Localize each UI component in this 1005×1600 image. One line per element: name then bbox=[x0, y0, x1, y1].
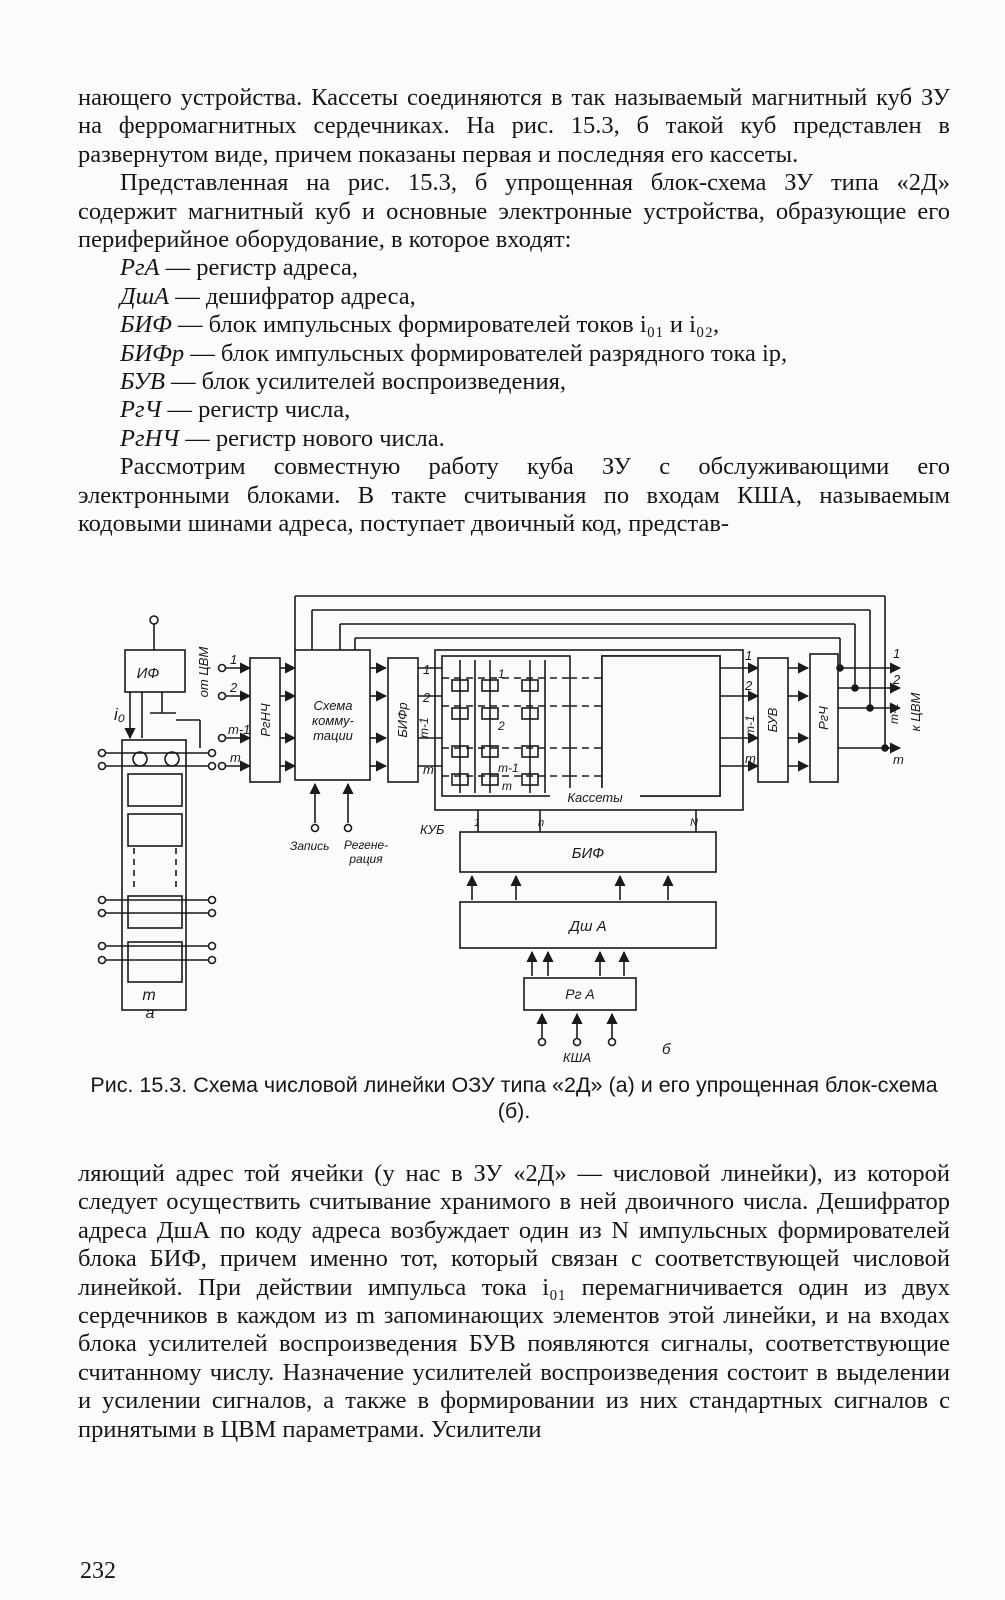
bit-label: m-1 bbox=[417, 717, 431, 738]
cube-label: КУБ bbox=[420, 822, 445, 837]
figure-caption: Рис. 15.3. Схема числовой линейки ОЗУ ти… bbox=[90, 1073, 938, 1123]
rgch-block bbox=[809, 653, 839, 783]
rga-block bbox=[523, 977, 637, 1011]
dsha-label: Дш А bbox=[567, 918, 606, 935]
bit-label: m-1 bbox=[743, 715, 757, 736]
rgch-label: РгЧ bbox=[816, 706, 831, 730]
bit-label: 2 bbox=[422, 690, 431, 705]
bif-tap-label: N bbox=[690, 817, 698, 829]
output-lines bbox=[838, 662, 902, 754]
definition-item: БИФр — блок импульсных формирователей ра… bbox=[120, 339, 788, 367]
rgnch-block bbox=[249, 657, 281, 783]
definition-item: БУВ — блок усилителей воспроизведения, bbox=[120, 368, 566, 396]
paragraph-3: Рассмотрим совместную работу куба ЗУ с о… bbox=[78, 453, 950, 538]
page-number: 232 bbox=[80, 1558, 116, 1584]
bit-label: 2 bbox=[892, 672, 901, 687]
paragraph-4: ляющий адрес той ячейки (у нас в ЗУ «2Д»… bbox=[78, 1160, 950, 1443]
rga-label: Рг А bbox=[565, 986, 594, 1002]
text-block-bottom: ляющий адрес той ячейки (у нас в ЗУ «2Д»… bbox=[78, 1160, 950, 1444]
input-lines bbox=[217, 662, 252, 772]
cassettes-label: Кассеты bbox=[567, 790, 623, 805]
text-block-top: нающего устройства. Кассеты соединяются … bbox=[78, 84, 950, 539]
bif-tap-label: n bbox=[538, 817, 544, 829]
definition-item: РгЧ — регистр числа, bbox=[120, 396, 351, 424]
rgnch-label: РгНЧ bbox=[258, 703, 273, 736]
bifr-label: БИФр bbox=[395, 702, 410, 737]
number-line-diagram-a bbox=[97, 615, 217, 1011]
regeneration-input-label: Регене- рация bbox=[343, 838, 389, 866]
bit-label: 2 bbox=[744, 678, 753, 693]
sub-label-a: а bbox=[146, 1005, 155, 1022]
definition-item: РгНЧ — регистр нового числа. bbox=[120, 424, 445, 452]
definition-item: БИФ — блок импульсных формирователей ток… bbox=[120, 311, 720, 339]
row-label: 2 bbox=[497, 719, 505, 733]
feedback-lines bbox=[294, 595, 889, 752]
memory-element bbox=[127, 941, 183, 983]
definition-item: РгА — регистр адреса, bbox=[120, 254, 359, 282]
paragraph-1: нающего устройства. Кассеты соединяются … bbox=[78, 84, 950, 168]
write-input-label: Запись bbox=[290, 839, 330, 853]
buv-label: БУВ bbox=[765, 707, 780, 732]
bit-label: m bbox=[142, 987, 155, 1004]
bit-label: 1 bbox=[423, 662, 430, 677]
bif-block bbox=[459, 831, 717, 873]
figure-15-3: ИФ i₀ m а от ЦВМ 1 2 m-1 m РгНЧ Схема ко… bbox=[97, 595, 923, 1065]
bit-label: m bbox=[230, 750, 241, 765]
switching-scheme-block bbox=[294, 649, 371, 781]
bif-tap-label: 1 bbox=[474, 817, 480, 829]
bit-label: 1 bbox=[230, 652, 237, 667]
bit-lines bbox=[418, 662, 760, 777]
row-label: m-1 bbox=[498, 761, 519, 775]
bit-label: m-1 bbox=[887, 703, 901, 724]
bit-label: m bbox=[745, 751, 756, 766]
bit-label: 1 bbox=[745, 648, 752, 663]
bit-label: m bbox=[423, 762, 434, 777]
switching-scheme-label: Схема комму- тации bbox=[312, 698, 354, 743]
row-label: m bbox=[502, 779, 512, 793]
memory-element bbox=[127, 773, 183, 807]
bit-label: m-1 bbox=[228, 722, 250, 737]
to-cvm-label: к ЦВМ bbox=[908, 692, 923, 731]
paragraph-2: Представленная на рис. 15.3, б упрощенна… bbox=[78, 169, 950, 254]
dsha-block bbox=[459, 901, 717, 949]
sub-label-b: б bbox=[662, 1041, 671, 1058]
if-block bbox=[124, 649, 186, 693]
bit-label: m bbox=[893, 752, 904, 767]
bif-label: БИФ bbox=[572, 845, 604, 862]
memory-element bbox=[127, 895, 183, 929]
bit-label: 2 bbox=[229, 680, 238, 695]
from-cvm-label: от ЦВМ bbox=[196, 647, 211, 698]
if-label: ИФ bbox=[137, 665, 160, 682]
core-grid bbox=[451, 660, 546, 793]
definition-list: РгА — регистр адреса, ДшА — дешифратор а… bbox=[78, 254, 950, 453]
bit-label: 1 bbox=[893, 646, 900, 661]
ksha-label: КША bbox=[563, 1050, 591, 1065]
row-label: 1 bbox=[498, 667, 505, 681]
magnetic-cube bbox=[434, 649, 744, 811]
buv-block bbox=[757, 657, 789, 783]
memory-element bbox=[127, 813, 183, 847]
i0-label: i₀ bbox=[114, 705, 125, 724]
definition-item: ДшА — дешифратор адреса, bbox=[120, 282, 416, 310]
bifr-block bbox=[387, 657, 419, 783]
